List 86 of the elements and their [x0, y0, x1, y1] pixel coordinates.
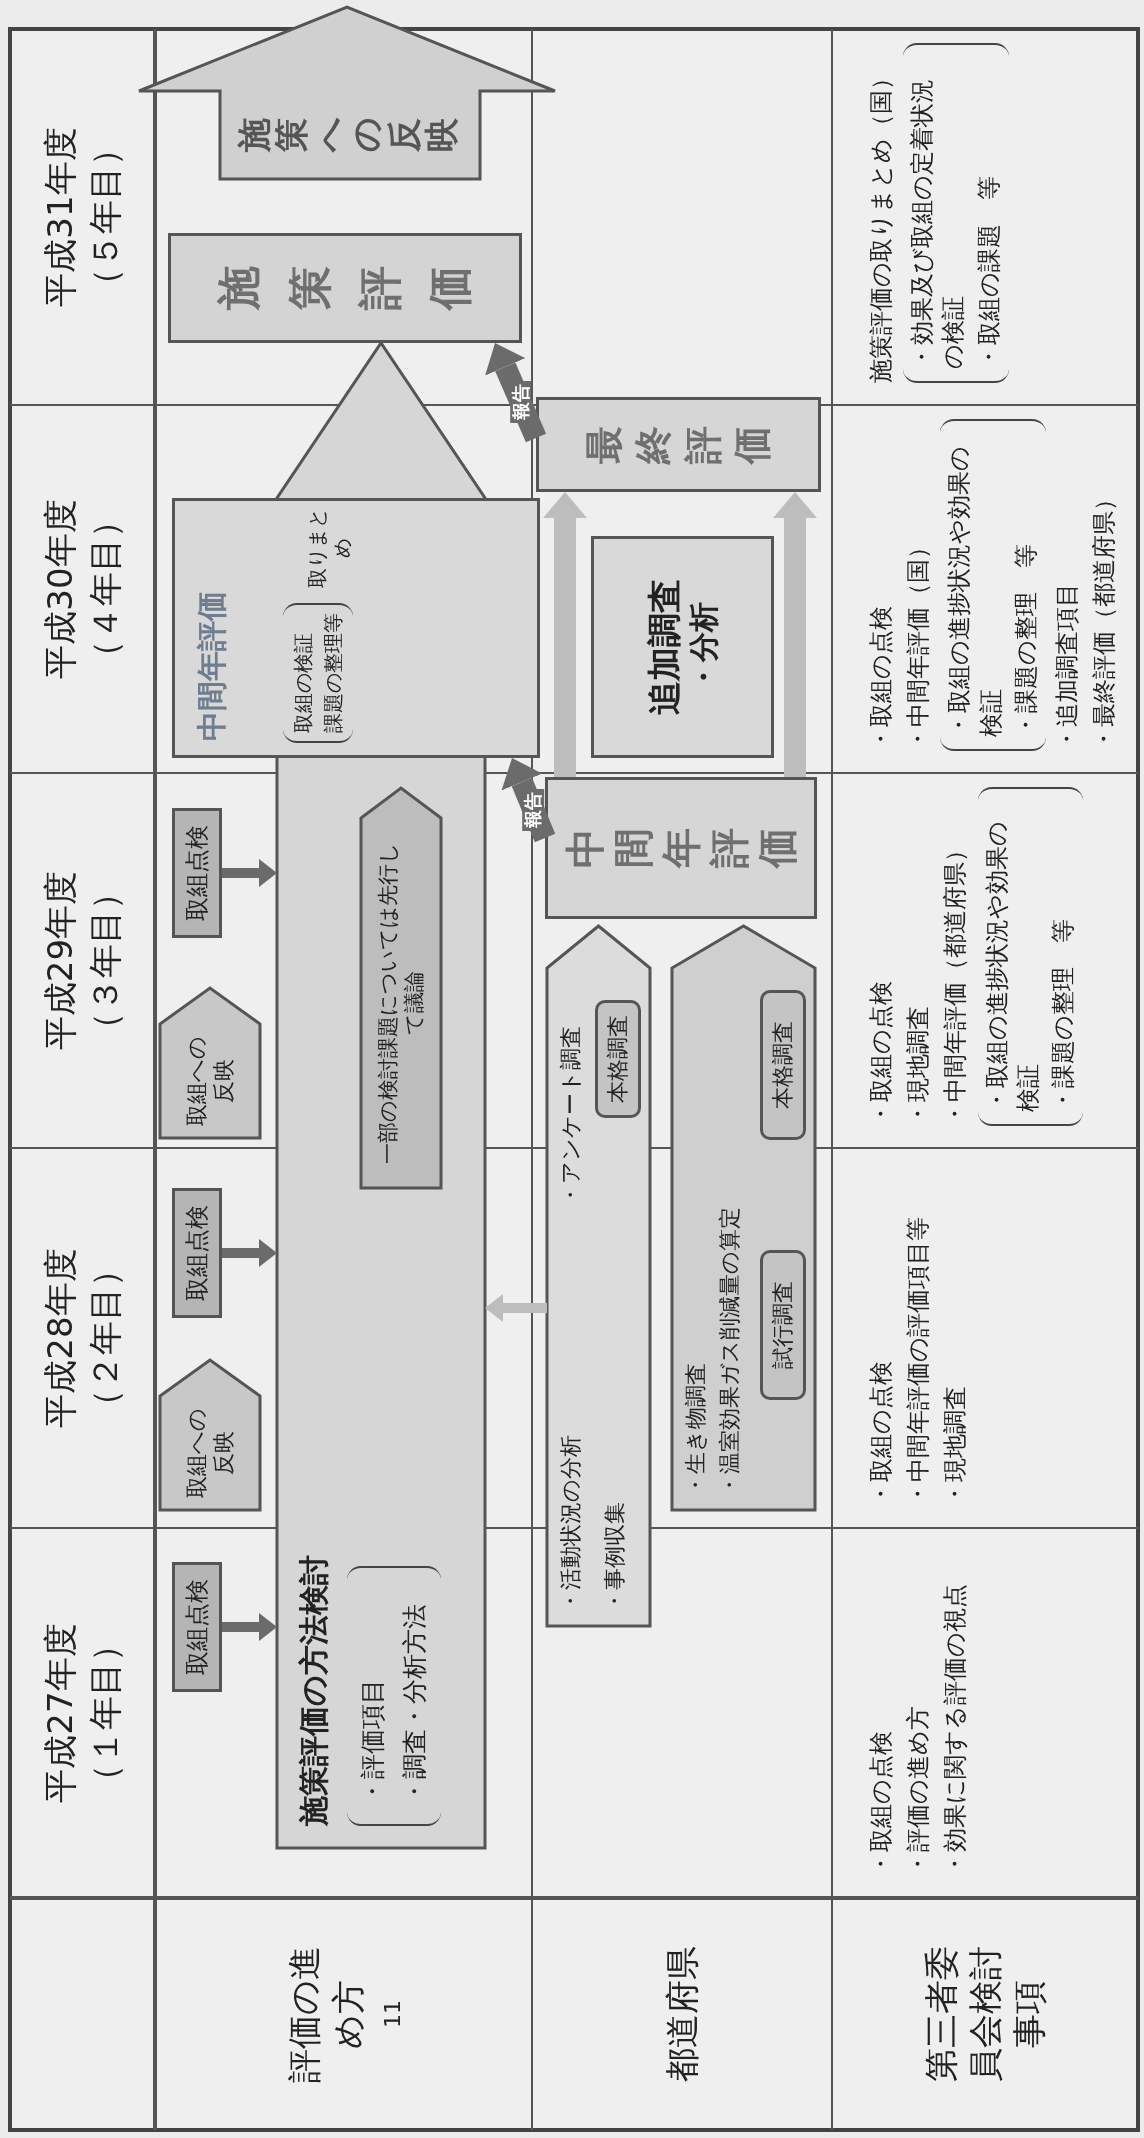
process-box [545, 777, 817, 919]
list-item: ・効果及び取組の定着状況の検証 [907, 78, 969, 369]
arrow [485, 1294, 547, 1322]
arrow [222, 1613, 277, 1641]
list-item: ・取組の点検 [866, 605, 896, 751]
list-item: ・現地調査 [903, 1005, 934, 1126]
box-label: 取組の検証 [291, 633, 316, 733]
process-box [172, 498, 540, 758]
arrow-shaped-box [361, 788, 441, 1188]
list-item: ・課題の整理 等 [1047, 918, 1078, 1112]
arrow [222, 1239, 277, 1267]
list-item: ・取組の点検 [866, 980, 896, 1126]
list-item: ・現地調査 [940, 1385, 971, 1506]
process-box [172, 1562, 222, 1692]
box-label: 中間年評価 [193, 591, 230, 741]
process-box [760, 990, 806, 1140]
row-heading: 評価の進め方 [282, 1944, 369, 2085]
year-heading: （３年目） [84, 875, 126, 1046]
list-item: ・中間年評価（都道府県） [940, 837, 971, 1126]
box-label: 取組点検 [182, 1205, 212, 1301]
list-item: 施策評価の取りまとめ（国） [866, 65, 896, 383]
process-box [760, 1250, 806, 1400]
list-item: ・取組の進捗状況や効果の検証 [944, 445, 1006, 737]
list-item: ・中間年評価の評価項目等 [903, 1216, 934, 1506]
year-heading: （２年目） [84, 1253, 126, 1423]
process-box [536, 397, 821, 492]
process-box [172, 1188, 222, 1318]
arrow-shaped-box [547, 926, 650, 1626]
box-label: ・事例収集 [601, 1502, 628, 1612]
box-label: 課題の整理等 [321, 613, 346, 733]
box-label: 施策評価 [212, 266, 477, 310]
box-label: ・評価項目 [357, 1679, 388, 1804]
box-label: 最終評価 [580, 425, 775, 464]
list-item: ・取組の課題 等 [973, 175, 1004, 369]
box-label: ・活動状況の分析 [557, 1435, 584, 1612]
box-label: 中間年評価 [561, 828, 801, 868]
edge-label: 報告 [509, 381, 532, 424]
process-box [172, 808, 222, 938]
year-heading: 平成31年度 [39, 127, 81, 307]
box-label: 取組点検 [182, 825, 212, 921]
box-label: 取りまとめ [305, 507, 355, 590]
box-label: 本格調査 [604, 1015, 632, 1103]
year-heading: （４年目） [84, 504, 126, 674]
page-number: 11 [380, 2000, 406, 2028]
arrow [543, 492, 587, 777]
box-label: ・温室効果ガス削減量の算定 [716, 1207, 743, 1496]
arrow-shaped-box [672, 926, 815, 1510]
box-label: 取組への反映 [182, 1035, 237, 1128]
arrow [222, 859, 277, 887]
process-box [595, 1000, 641, 1118]
list-item: ・取組の点検 [866, 1360, 896, 1506]
edge-label: 報告 [522, 789, 545, 832]
year-heading: 平成29年度 [39, 870, 81, 1051]
list-item: ・中間年評価（国） [903, 534, 934, 751]
arrow [501, 758, 556, 843]
process-box [168, 233, 522, 343]
box-label: ・調査・分析方法 [399, 1604, 430, 1804]
arrow [485, 343, 547, 443]
row-heading: 都道府県 [660, 1946, 703, 2082]
box-label: 追加調査 [642, 579, 685, 715]
process-box [591, 536, 774, 758]
list-item: ・最終評価（都道府県） [1089, 486, 1120, 751]
year-heading: 平成30年度 [39, 499, 81, 679]
box-label: 施策への反映 [236, 118, 461, 152]
box-label: ・生き物調査 [682, 1363, 709, 1496]
list-item: ・効果に関する評価の視点 [940, 1583, 971, 1876]
box-label: 施策評価の方法検討 [295, 1555, 332, 1826]
list-item: ・取組の点検 [866, 1730, 896, 1876]
year-heading: 平成28年度 [39, 1248, 81, 1428]
year-heading: 平成27年度 [39, 1623, 81, 1803]
list-item: ・取組の進捗状況や効果の検証 [981, 820, 1043, 1112]
list-item: ・課題の整理 等 [1010, 543, 1041, 737]
box-label: 取組への反映 [182, 1407, 237, 1500]
arrow [773, 492, 817, 777]
box-label: ・分析 [685, 602, 722, 692]
row-heading: 第三者委員会検討事項 [919, 1945, 1051, 2084]
box-label: 一部の検討課題については先行して議論 [374, 841, 427, 1166]
list-item: ・追加調査項目 [1051, 582, 1082, 751]
block-arrow [139, 7, 555, 179]
year-heading: （１年目） [84, 1628, 126, 1798]
year-heading: （５年目） [84, 132, 126, 302]
box-label: 取組点検 [182, 1579, 212, 1675]
box-label: 試行調査 [769, 1281, 797, 1369]
box-label: ・アンケート調査 [557, 1026, 584, 1206]
box-label: 本格調査 [769, 1021, 797, 1109]
list-item: ・評価の進め方 [903, 1705, 934, 1876]
